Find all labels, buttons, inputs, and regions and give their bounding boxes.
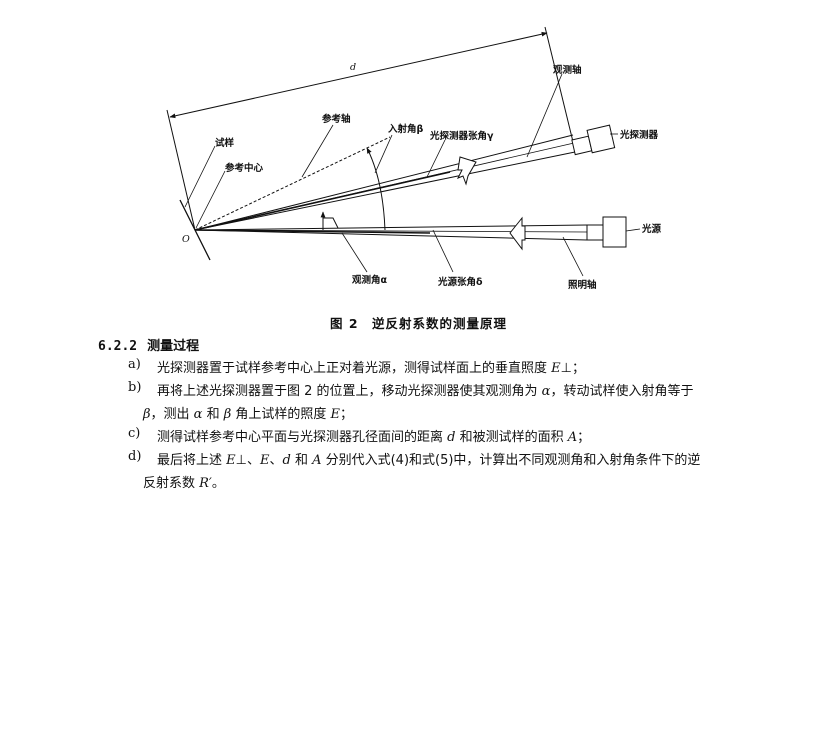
list-marker: b) [128,380,142,395]
hollow-arrow-right [456,156,477,186]
text-segment: 角上试样的照度 [231,407,331,422]
math-symbol: E [551,361,561,376]
list-marker: d) [128,449,142,464]
math-symbol: β [223,407,232,422]
text-segment: 测得试样参考中心平面与光探测器孔径面间的距离 [157,430,448,445]
extension-line-left [166,109,196,231]
retroreflection-measurement-diagram: d 观测轴 参考轴 入射角β 光探测器张角γ 光探测器 试样 参考中心 O 光源… [166,26,662,291]
source-beam [194,224,588,241]
label-illumination-axis: 照明轴 [568,279,597,291]
text-segment: ，转动试样使入射角等于 [550,384,694,399]
list-item-text: 光探测器置于试样参考中心上正对着光源，测得试样面上的垂直照度 E⊥； [157,357,585,376]
section-number: 6.2.2 [98,339,138,354]
text-segment: ，测出 [150,407,194,422]
section-heading: 6.2.2 测量过程 [98,335,199,354]
label-observation-angle: 观测角α [351,274,388,286]
list-marker: a) [128,357,141,372]
dimension-line-d [169,31,548,119]
text-segment: ⊥； [560,361,585,376]
label-source-aperture-angle: 光源张角δ [437,276,483,288]
text-segment: 和 [290,453,313,468]
list-item-text: β，测出 α 和 β 角上试样的照度 E； [143,403,353,422]
label-origin: O [182,234,190,245]
list-item-text: 反射系数 R′。 [143,472,225,491]
math-symbol: E [259,453,270,468]
label-reference-axis: 参考轴 [321,113,351,125]
math-symbol: A [567,430,578,445]
math-symbol: α [193,407,203,422]
math-symbol: β [143,407,151,422]
text-segment: 和被测试样的面积 [455,430,568,445]
math-symbol: d [447,430,456,445]
figure-caption: 图 2 逆反射系数的测量原理 [329,316,508,331]
text-segment: 和 [202,407,224,422]
detector-beam [194,134,576,231]
math-symbol: α [541,384,551,399]
label-detector-aperture-angle: 光探测器张角γ [429,130,494,142]
section-title: 测量过程 [147,339,200,354]
text-segment: 光探测器置于试样参考中心上正对着光源，测得试样面上的垂直照度 [157,361,552,376]
text-segment: 。 [211,476,225,491]
label-light-source: 光源 [641,223,662,235]
label-reference-center: 参考中心 [224,162,264,174]
math-symbol: E [330,407,340,422]
source-box [602,216,627,248]
list-item-text: 测得试样参考中心平面与光探测器孔径面间的距离 d 和被测试样的面积 A； [157,426,590,445]
extension-line-right [544,26,576,151]
reference-axis [194,136,391,231]
list-marker: c) [128,426,141,441]
text-segment: 、 [269,453,283,468]
text-segment: ； [339,407,353,422]
source-box-small [586,224,604,241]
text-segment: 分别代入式(4)和式(5)中，计算出不同观测角和入射角条件下的逆 [321,453,701,468]
math-symbol: d [282,453,291,468]
text-segment: 再将上述光探测器置于图 2 的位置上，移动光探测器使其观测角为 [157,384,542,399]
list-item-text: 再将上述光探测器置于图 2 的位置上，移动光探测器使其观测角为 α，转动试样使入… [157,380,693,399]
list-item-text: 最后将上述 E⊥、E、d 和 A 分别代入式(4)和式(5)中，计算出不同观测角… [157,449,700,468]
detector-box [571,124,616,156]
text-segment: 反射系数 [143,476,200,491]
incidence-angle-arc [366,147,386,231]
math-symbol: E [226,453,236,468]
text-segment: ； [577,430,591,445]
math-symbol: A [312,453,322,468]
label-observation-axis: 观测轴 [552,64,582,76]
leader-lines [184,73,641,277]
math-symbol: R′ [199,476,212,491]
hollow-arrow-left [509,216,526,251]
text-segment: ⊥、 [235,453,260,468]
text-segment: 最后将上述 [157,453,227,468]
label-d: d [350,62,356,73]
label-sample: 试样 [215,137,235,149]
label-incidence-angle: 入射角β [387,123,424,135]
label-detector: 光探测器 [619,129,659,141]
observation-angle-bracket [323,217,339,229]
